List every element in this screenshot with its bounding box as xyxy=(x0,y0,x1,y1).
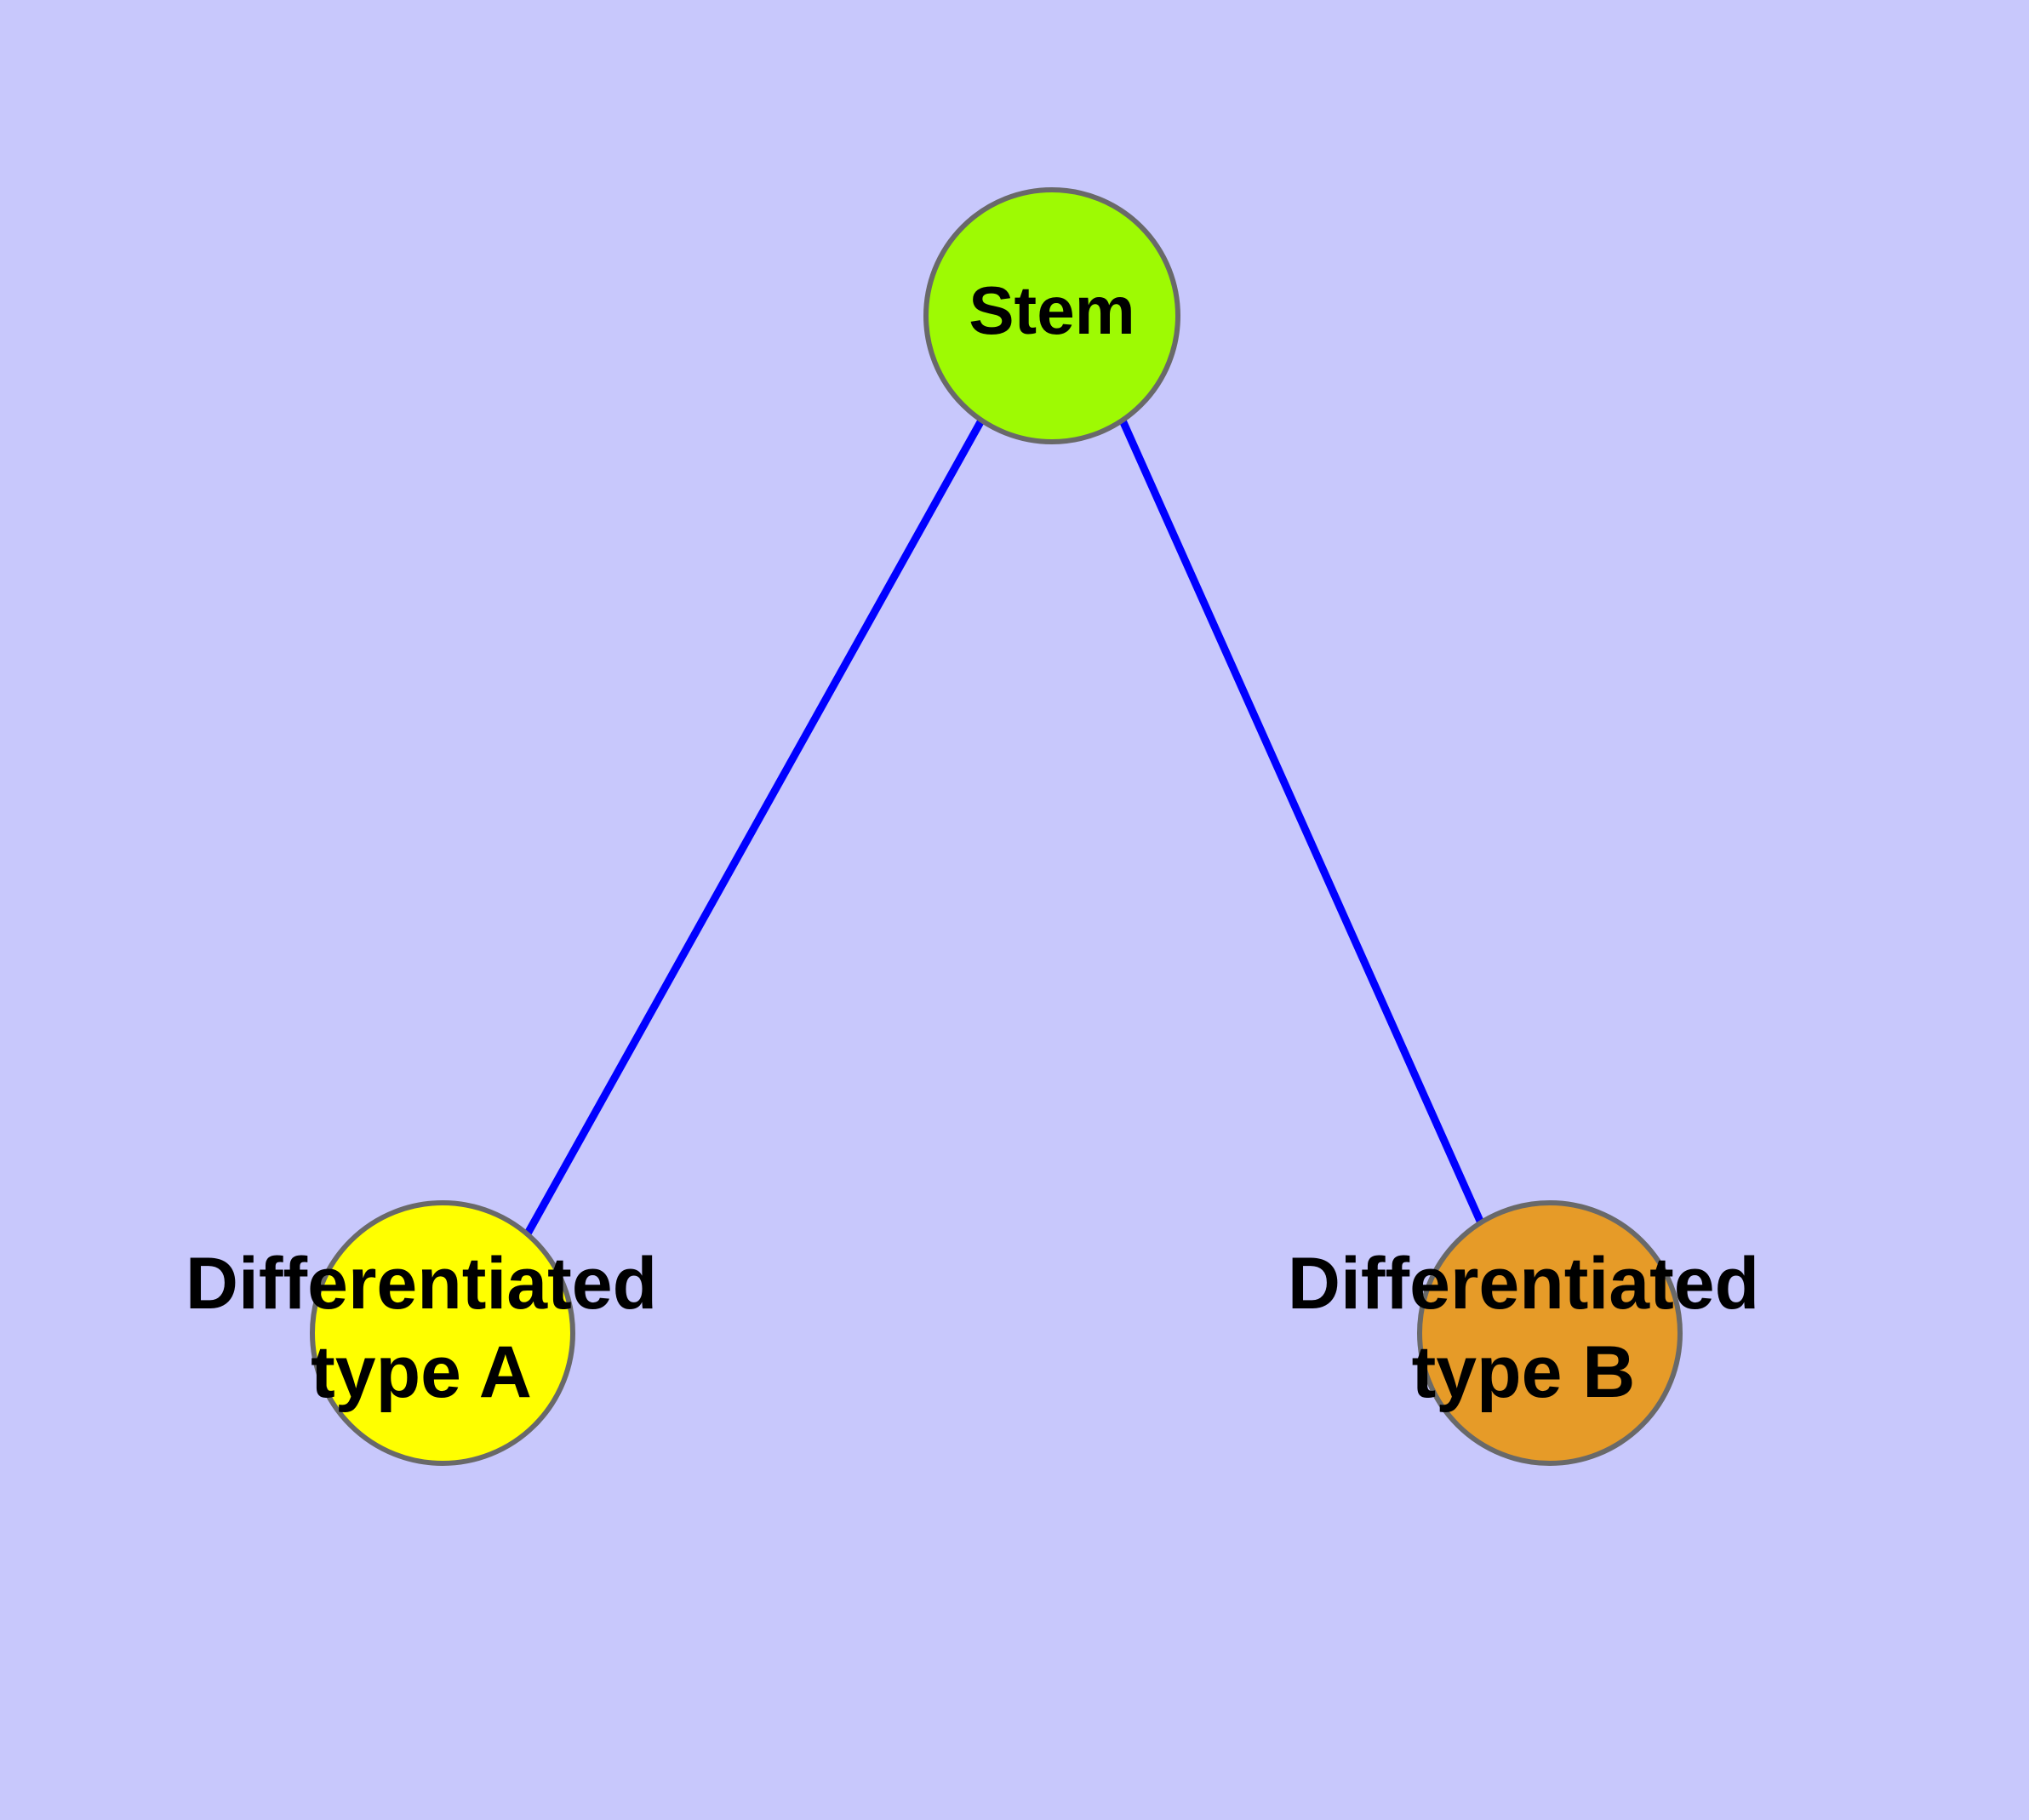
node-label-line: Differentiated xyxy=(186,1243,657,1325)
edge-stem-to-diff-a[interactable] xyxy=(524,418,985,1236)
edge-layer xyxy=(524,418,1487,1236)
node-label-line: Stem xyxy=(969,272,1135,348)
node-circle-diff_a[interactable] xyxy=(310,1200,575,1466)
node-circle-diff_b[interactable] xyxy=(1417,1200,1683,1466)
node-layer xyxy=(310,187,1683,1466)
node-circle-stem[interactable] xyxy=(923,187,1180,444)
node-label-line: type A xyxy=(311,1331,532,1413)
node-label-line: Differentiated xyxy=(1288,1243,1759,1325)
edge-stem-to-diff-b[interactable] xyxy=(1118,419,1487,1228)
node-label-line: type B xyxy=(1412,1331,1636,1413)
node-label-stem: Stem xyxy=(969,272,1135,348)
